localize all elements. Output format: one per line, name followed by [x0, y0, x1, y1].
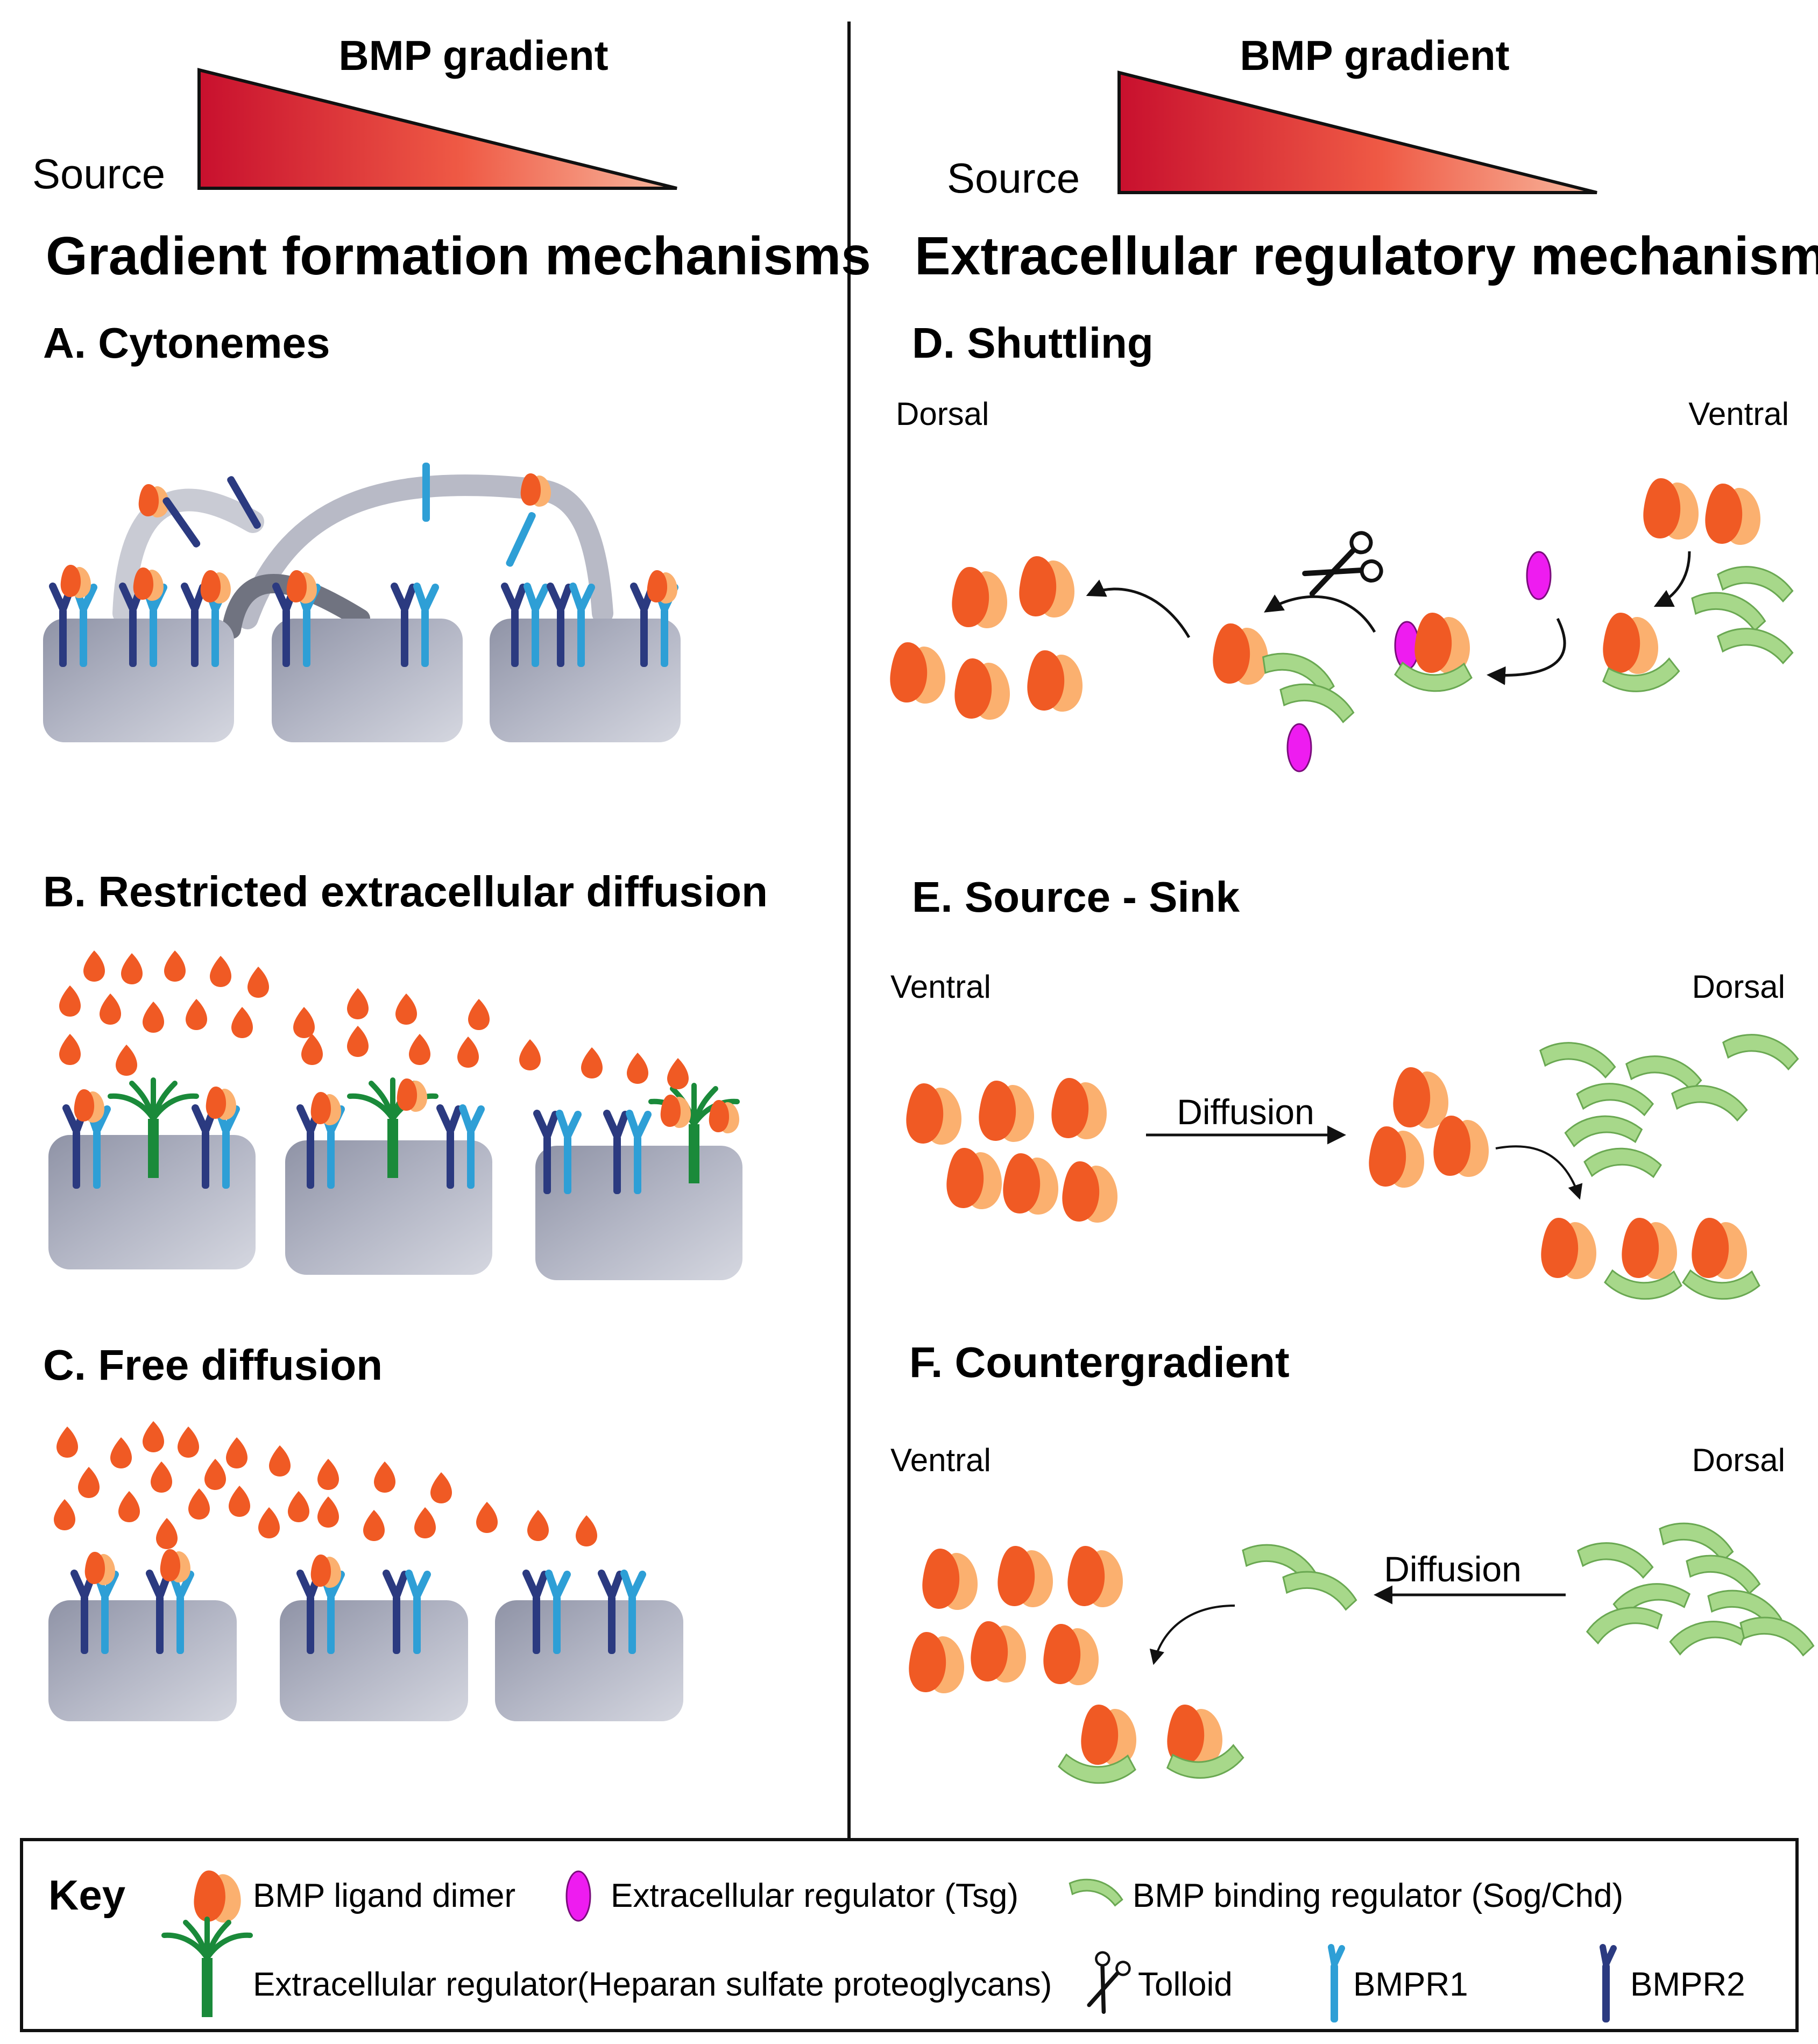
- left-source-label: Source: [32, 150, 165, 197]
- panel-e-left-label: Ventral: [890, 969, 991, 1005]
- bmpr2-icon: [1600, 1944, 1617, 2022]
- panel-d-title: D. Shuttling: [912, 319, 1154, 367]
- right-gradient: BMP gradient Source: [947, 32, 1597, 202]
- panel-f-arrow-label: Diffusion: [1384, 1549, 1522, 1589]
- key-hspg: Extracellular regulator(Heparan sulfate …: [253, 1966, 1052, 2003]
- panel-e-arrow-label: Diffusion: [1177, 1092, 1314, 1132]
- tsg-icon: [565, 1870, 591, 1922]
- panel-e-title: E. Source - Sink: [912, 873, 1240, 921]
- cell: [285, 1140, 492, 1275]
- scissors-icon: [1087, 1951, 1131, 2014]
- cell: [43, 619, 234, 742]
- panel-b-diagram: [48, 950, 742, 1280]
- panel-f-title: F. Countergradient: [909, 1338, 1290, 1386]
- panel-b-title: B. Restricted extracellular diffusion: [43, 868, 768, 915]
- cell: [495, 1600, 683, 1721]
- key-tolloid: Tolloid: [1138, 1966, 1233, 2003]
- panel-a-title: A. Cytonemes: [43, 319, 330, 367]
- left-gradient: BMP gradient Source: [32, 32, 677, 197]
- key-bmpr1: BMPR1: [1353, 1966, 1468, 2003]
- bmpr1-icon: [1328, 1944, 1345, 2022]
- panel-f-diagram: Diffusion: [909, 1515, 1818, 1785]
- left-section-title: Gradient formation mechanisms: [46, 226, 871, 286]
- key-tsg: Extracellular regulator (Tsg): [611, 1877, 1018, 1914]
- right-gradient-label: BMP gradient: [1240, 32, 1509, 79]
- panel-c-diagram: [48, 1421, 683, 1721]
- key-bmpr2: BMPR2: [1630, 1966, 1745, 2003]
- panel-d-diagram: [890, 478, 1796, 772]
- left-gradient-label: BMP gradient: [338, 32, 608, 79]
- panel-f-right-label: Dorsal: [1692, 1442, 1785, 1478]
- panel-d-left-label: Dorsal: [896, 396, 989, 432]
- panel-e-right-label: Dorsal: [1692, 969, 1785, 1005]
- key-sog: BMP binding regulator (Sog/Chd): [1133, 1877, 1623, 1914]
- panel-e-diagram: Diffusion: [906, 1028, 1802, 1300]
- cell: [272, 619, 463, 742]
- panel-c-title: C. Free diffusion: [43, 1341, 383, 1389]
- sog-icon: [1069, 1878, 1123, 1907]
- key-title: Key: [48, 1871, 125, 1919]
- panel-f-left-label: Ventral: [890, 1442, 991, 1478]
- panel-d-right-label: Ventral: [1688, 396, 1789, 432]
- cell: [48, 1600, 237, 1721]
- cell: [280, 1600, 468, 1721]
- key-bmp-ligand: BMP ligand dimer: [253, 1877, 515, 1914]
- panel-a-diagram: [43, 463, 681, 742]
- right-source-label: Source: [947, 154, 1080, 202]
- right-section-title: Extracellular regulatory mechanisms: [915, 226, 1818, 286]
- key-box: Key BMP ligand dimer Extracellular regul…: [20, 1838, 1799, 2032]
